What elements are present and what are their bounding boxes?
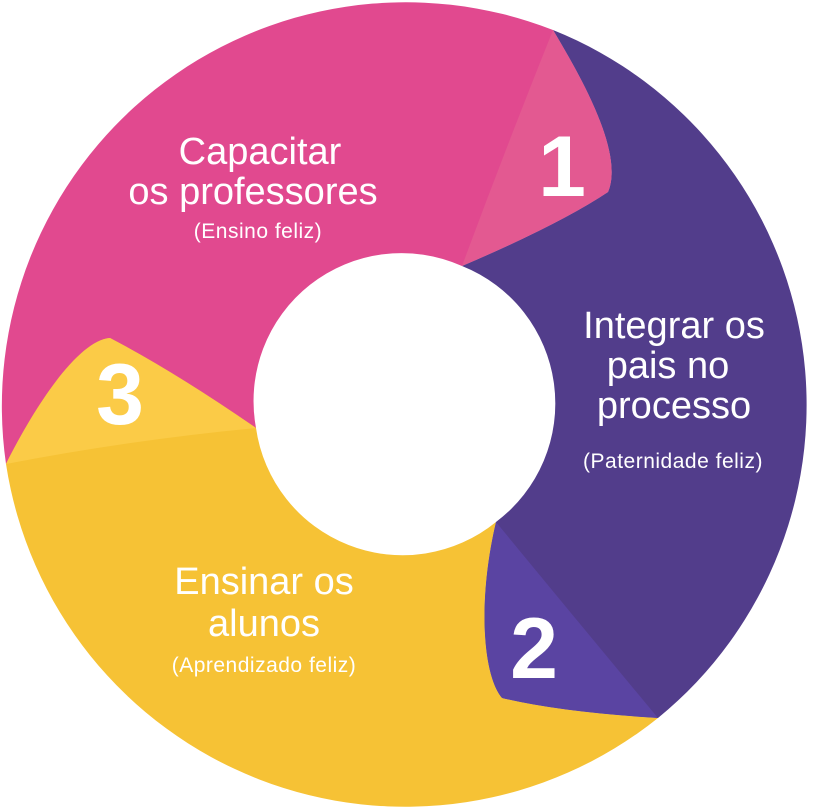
ensinar-subtitle: (Aprendizado feliz): [172, 654, 357, 677]
step-number-3: 3: [96, 347, 144, 443]
integrar-subtitle: (Paternidade feliz): [583, 450, 763, 473]
integrar-title-line-2: pais no: [607, 345, 730, 387]
tab-3: [6, 338, 256, 464]
capacitar-subtitle: (Ensino feliz): [194, 220, 322, 243]
step-number-2: 2: [510, 601, 558, 697]
segment-ensinar: [6, 338, 658, 807]
integrar-title-line-3: processo: [597, 385, 751, 427]
capacitar-title-line-1: Capacitar: [179, 131, 342, 173]
capacitar-title-line-2: os professores: [128, 171, 377, 213]
segment-integrar: [462, 30, 807, 718]
tab-2: [484, 522, 658, 718]
ensinar-title-line-2: alunos: [208, 603, 320, 645]
step-number-1: 1: [538, 119, 586, 215]
integrar-title-line-1: Integrar os: [583, 305, 765, 347]
center-circle: [256, 256, 552, 552]
segment-capacitar: [1, 2, 612, 464]
ensinar-title-line-1: Ensinar os: [174, 561, 354, 603]
tab-1: [462, 30, 612, 266]
